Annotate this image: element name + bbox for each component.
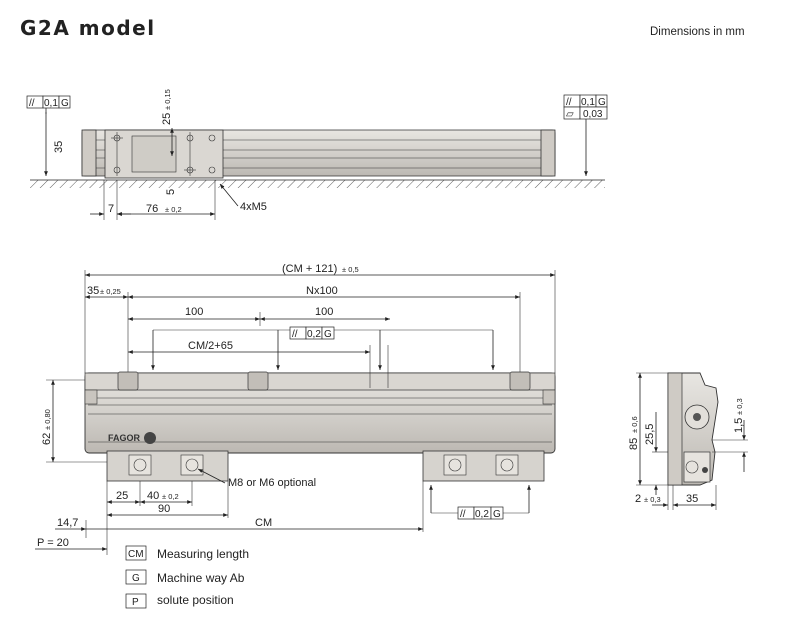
legend: CM Measuring length G Machine way Ab P s…	[125, 545, 249, 609]
dim-nx100: Nx100	[306, 285, 338, 297]
svg-text:0,2: 0,2	[475, 509, 489, 520]
legend-text-g: Machine way Ab	[157, 571, 245, 585]
dim-35-width: 35	[686, 493, 698, 505]
dim-35: 35	[87, 285, 99, 297]
dim-5: 5	[165, 189, 177, 195]
dim-62: 62	[41, 433, 53, 445]
svg-text:G: G	[61, 98, 69, 109]
dim-2-tol: ± 0,3	[644, 495, 661, 504]
dim-cm2-65: CM/2+65	[188, 340, 233, 352]
dim-85-tol: ± 0,6	[630, 416, 639, 433]
dim-1-5-tol: ± 0,3	[735, 398, 744, 415]
dim-25: 25	[161, 113, 173, 125]
dim-35-height: 35	[53, 141, 65, 153]
svg-text:G: G	[324, 329, 332, 340]
dim-100-left: 100	[185, 306, 203, 318]
tolerance-frame-top-left: // 0,1 G	[26, 95, 71, 114]
svg-text:0,2: 0,2	[307, 329, 321, 340]
dim-25-5: 25,5	[644, 424, 656, 445]
tolerance-frame-top-right: // 0,1 G ▱ 0,03	[563, 94, 608, 176]
brand-label: FAGOR	[108, 433, 141, 443]
m8-note: M8 or M6 optional	[228, 477, 316, 489]
dim-total-length: (CM + 121)	[282, 263, 337, 275]
svg-text:G: G	[493, 509, 501, 520]
dim-p20: P = 20	[37, 537, 69, 549]
tolerance-frame-bottom: // 0,2 G	[457, 506, 504, 520]
legend-code-cm: CM	[128, 549, 144, 560]
dim-35-tol: ± 0,25	[100, 287, 121, 296]
page-title: G2A model	[20, 16, 156, 40]
front-view: FAGOR (CM + 121) ± 0,5 35 ± 0,25 Nx100 1…	[35, 263, 556, 555]
svg-text:0,1: 0,1	[44, 98, 58, 109]
top-view: 35 25 ± 0,15 5 7 76 ± 0,2 4xM5 // 0,1 G	[26, 89, 608, 220]
svg-text:G: G	[598, 97, 606, 108]
legend-text-p: solute position	[157, 593, 234, 607]
svg-text://: //	[460, 509, 466, 520]
dim-cm: CM	[255, 517, 272, 529]
dim-40: 40	[147, 490, 159, 502]
units-note: Dimensions in mm	[650, 26, 745, 38]
holes-note: 4xM5	[240, 201, 267, 213]
legend-code-p: P	[132, 597, 139, 608]
dim-76-tol: ± 0,2	[165, 205, 182, 214]
dim-40-tol: ± 0,2	[162, 492, 179, 501]
svg-text:0,1: 0,1	[581, 97, 595, 108]
dim-62-tol: ± 0,80	[43, 409, 52, 430]
dim-1-5: 1,5	[733, 418, 745, 433]
svg-text:0,03: 0,03	[583, 109, 603, 120]
svg-text:▱: ▱	[566, 109, 574, 120]
tolerance-frame-middle: // 0,2 G	[289, 326, 335, 340]
legend-text-cm: Measuring length	[157, 547, 249, 561]
dim-100-right: 100	[315, 306, 333, 318]
dim-total-tol: ± 0,5	[342, 265, 359, 274]
dim-90: 90	[158, 503, 170, 515]
dim-25-tol: ± 0,15	[163, 89, 172, 110]
legend-code-g: G	[132, 573, 140, 584]
dim-7: 7	[108, 203, 114, 215]
svg-text://: //	[29, 98, 35, 109]
dim-85: 85	[628, 438, 640, 450]
side-view: 85 ± 0,6 25,5 1,5 ± 0,3 2 ± 0,3 35	[628, 372, 748, 510]
dim-14-7: 14,7	[57, 517, 78, 529]
svg-text://: //	[566, 97, 572, 108]
dim-25: 25	[116, 490, 128, 502]
svg-text://: //	[292, 329, 298, 340]
dim-76: 76	[146, 203, 158, 215]
dim-2: 2	[635, 493, 641, 505]
